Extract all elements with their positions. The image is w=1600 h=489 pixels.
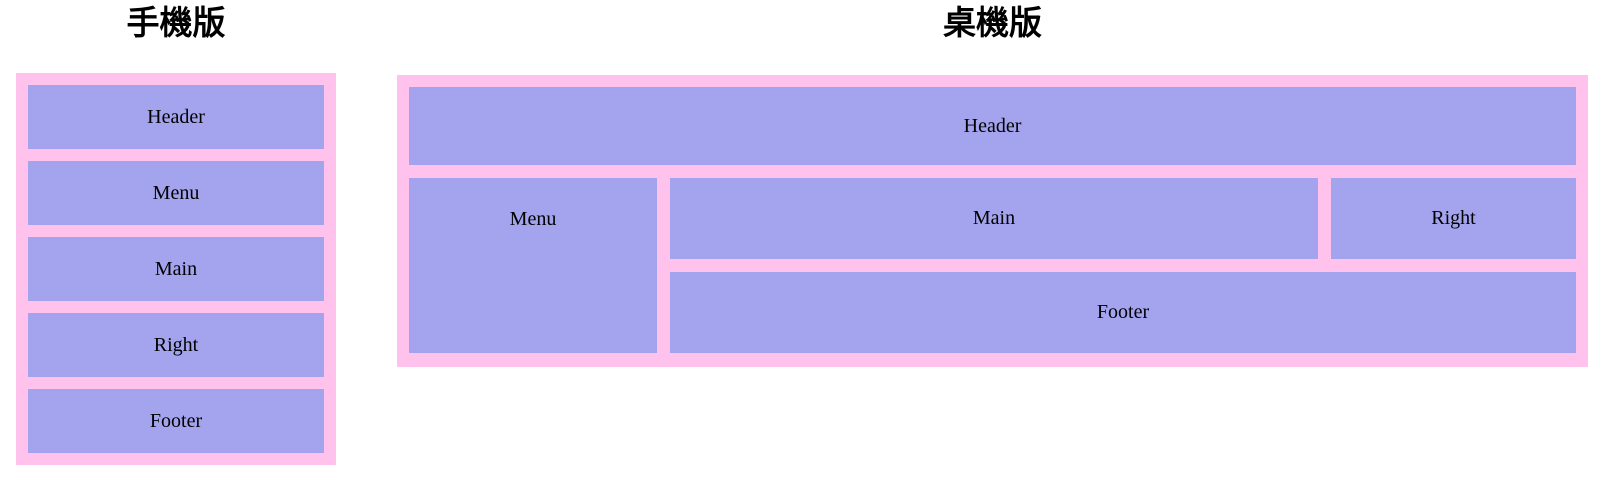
mobile-layout-container: Header Menu Main Right Footer (16, 73, 336, 465)
desktop-box-footer: Footer (670, 272, 1576, 353)
mobile-box-main: Main (28, 237, 324, 301)
desktop-layout-container: Header Menu Main Right Footer (397, 75, 1588, 367)
desktop-layout-title: 桌機版 (943, 4, 1042, 41)
mobile-box-footer: Footer (28, 389, 324, 453)
desktop-box-main: Main (670, 178, 1318, 259)
mobile-box-right: Right (28, 313, 324, 377)
mobile-box-header: Header (28, 85, 324, 149)
desktop-box-menu: Menu (409, 178, 657, 353)
desktop-box-header: Header (409, 87, 1576, 165)
mobile-layout-title: 手機版 (126, 4, 226, 41)
desktop-box-right: Right (1331, 178, 1576, 259)
mobile-box-menu: Menu (28, 161, 324, 225)
